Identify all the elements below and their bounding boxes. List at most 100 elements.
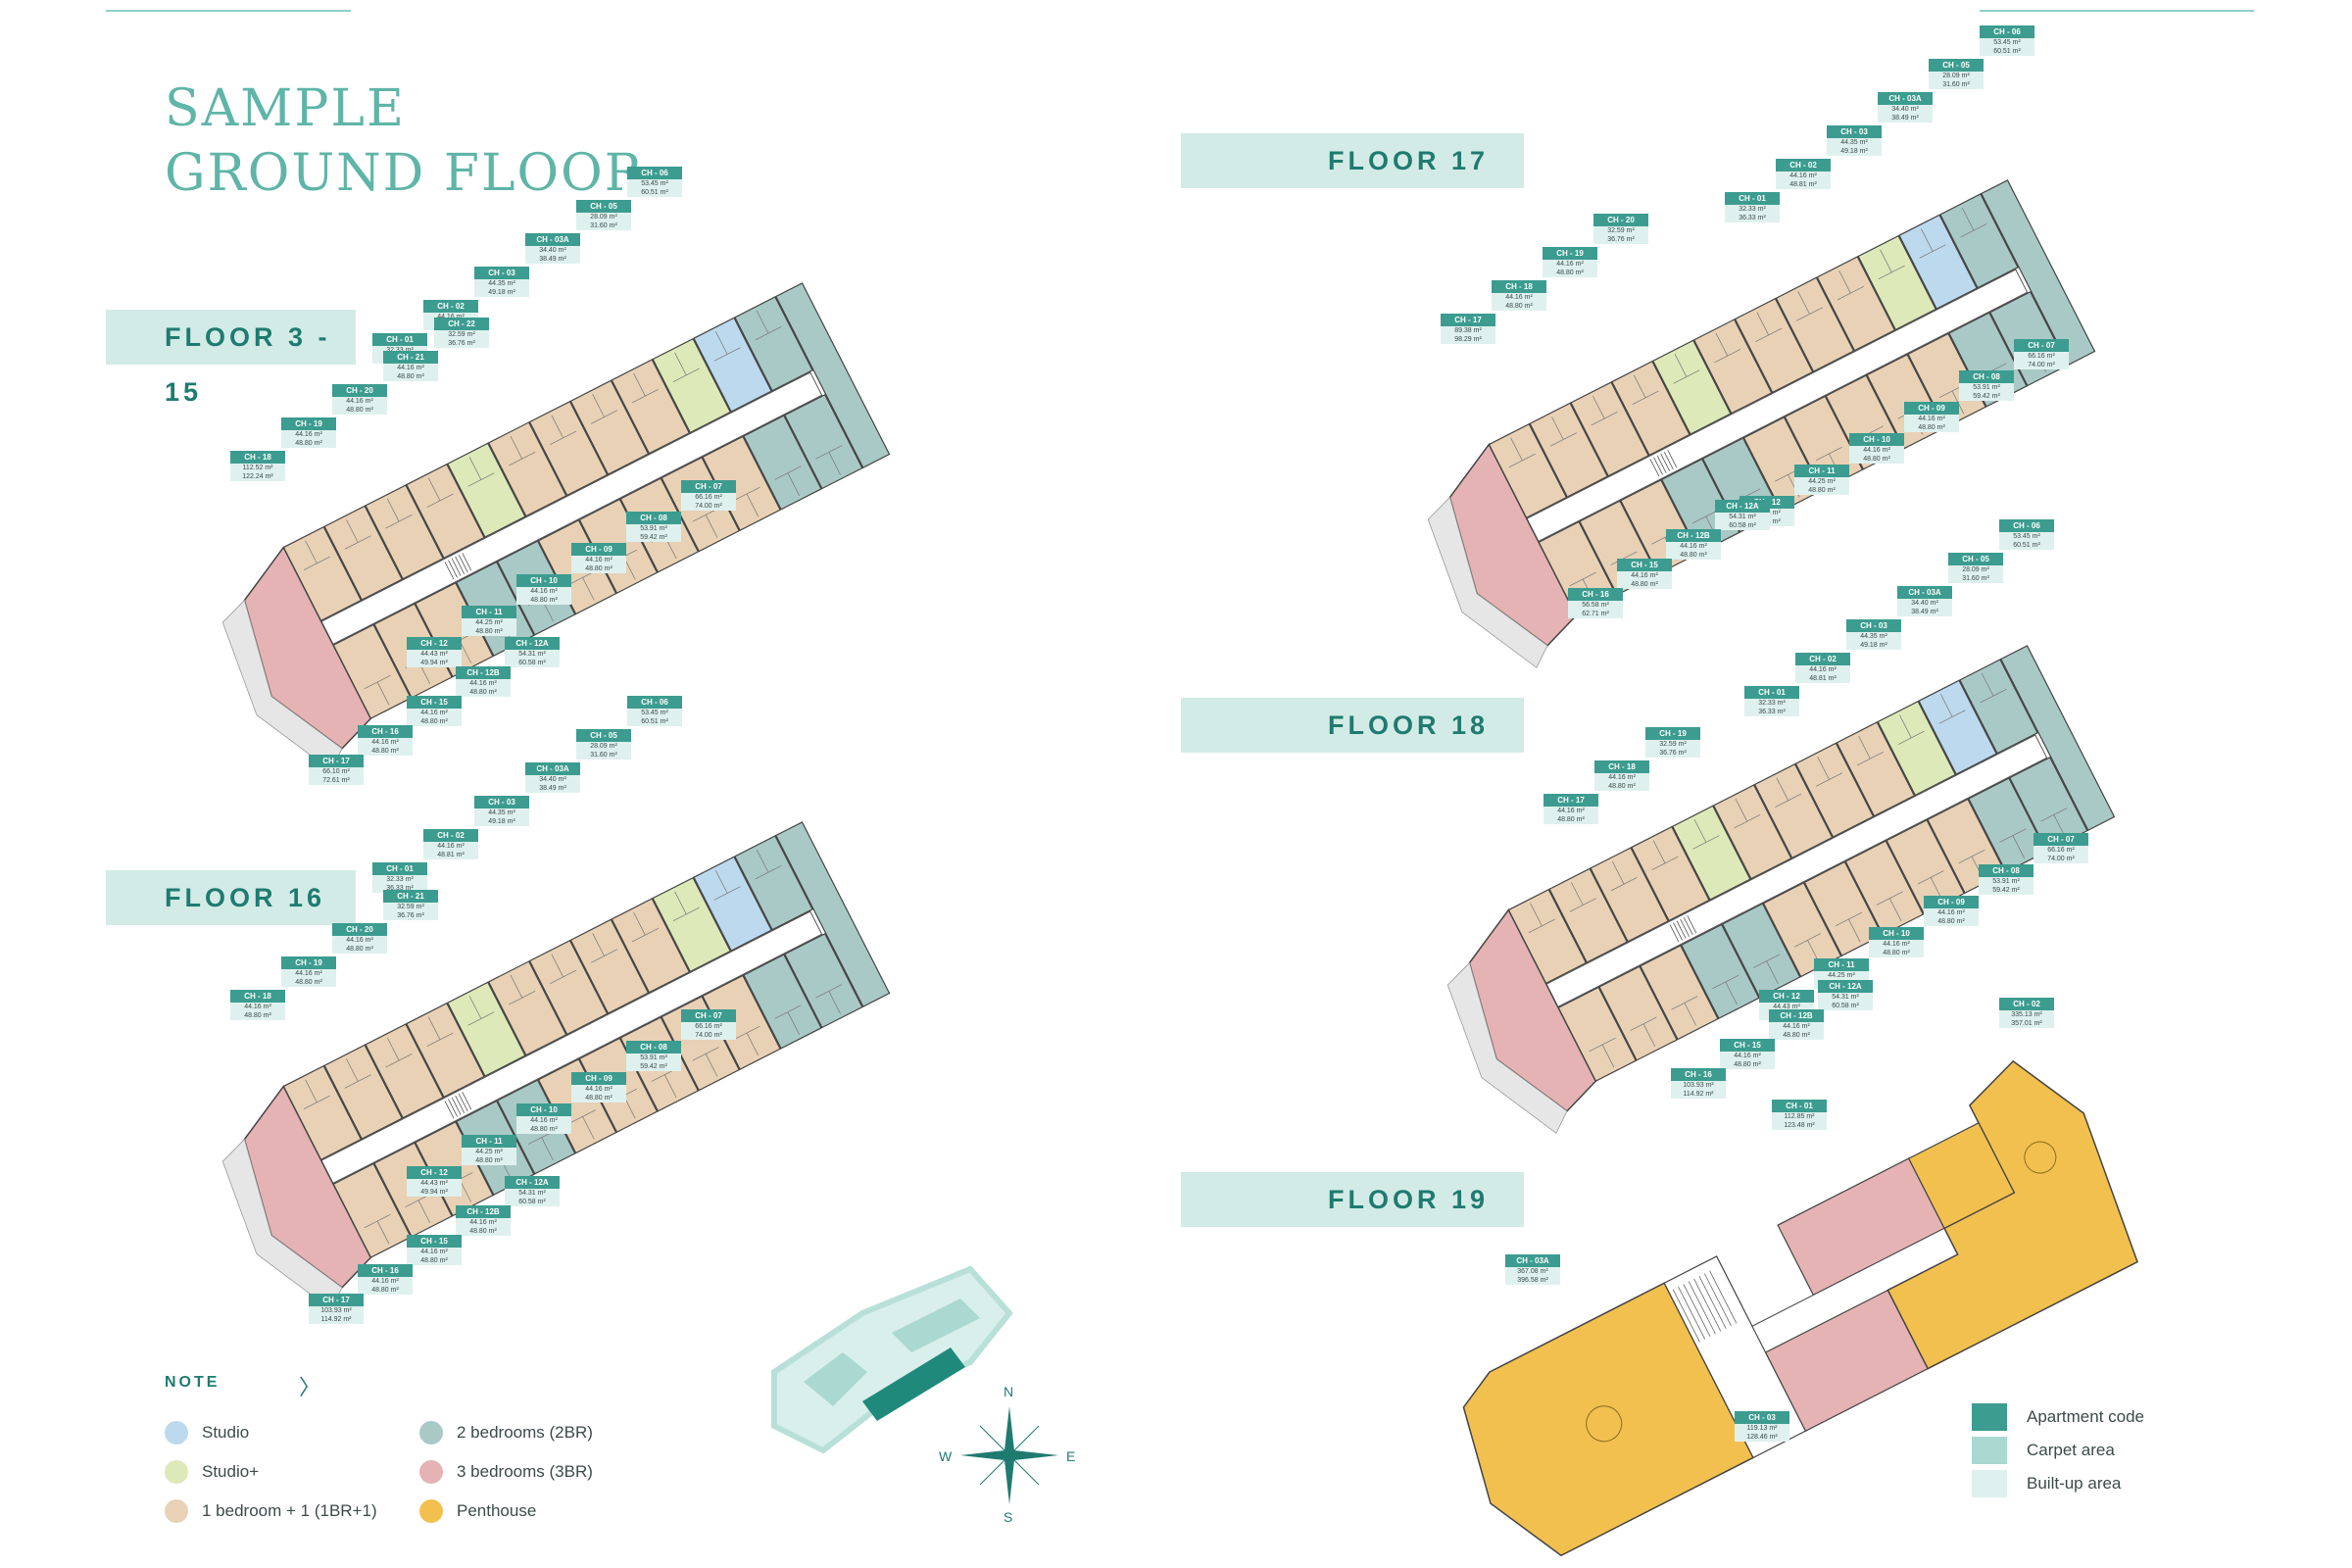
carpet-area: 32.59 m²: [1645, 740, 1700, 749]
apartment-code: CH - 12: [407, 1166, 462, 1179]
carpet-area: 44.25 m²: [1814, 971, 1869, 980]
builtup-area-swatch: [1972, 1470, 2007, 1497]
apartment-code: CH - 11: [1794, 465, 1849, 477]
builtup-area: 122.24 m²: [230, 472, 285, 481]
carpet-area: 44.16 m²: [516, 587, 571, 596]
builtup-area: 59.42 m²: [1979, 886, 2034, 895]
unit-bottom-12: [783, 393, 863, 490]
apartment-code: CH - 01: [372, 333, 427, 346]
builtup-area: 36.76 m²: [434, 339, 489, 348]
carpet-area: 53.45 m²: [627, 179, 682, 188]
apartment-code: CH - 19: [281, 956, 336, 969]
apartment-code: CH - 18: [230, 990, 285, 1003]
apartment-code: CH - 12: [1759, 990, 1814, 1003]
carpet-area: 44.16 m²: [1769, 1022, 1824, 1031]
apartment-code: CH - 16: [358, 725, 413, 738]
legend-apartment-code: Apartment code: [1972, 1403, 2144, 1431]
carpet-area: 44.16 m²: [1544, 807, 1598, 815]
carpet-area: 103.93 m²: [1671, 1081, 1726, 1090]
unit-bottom-12: [783, 932, 863, 1029]
builtup-area: 48.80 m²: [516, 1125, 571, 1134]
carpet-area: 32.33 m²: [372, 875, 427, 884]
carpet-area: 53.91 m²: [626, 524, 681, 533]
builtup-area: 48.80 m²: [571, 564, 626, 573]
apartment-code: CH - 08: [626, 512, 681, 524]
apartment-code: CH - 18: [1594, 760, 1649, 773]
builtup-area: 49.94 m²: [407, 659, 462, 667]
unit-top-8: [569, 379, 650, 475]
apartment-code: CH - 09: [571, 1072, 626, 1085]
builtup-area: 60.51 m²: [627, 717, 682, 726]
apartment-code: CH - 12B: [456, 1205, 511, 1218]
builtup-area: 60.58 m²: [1818, 1002, 1873, 1010]
apartment-code: CH - 07: [681, 1009, 736, 1022]
unit-top-12: [734, 296, 813, 392]
carpet-area: 44.16 m²: [1795, 665, 1850, 674]
unit-top-7: [528, 939, 609, 1036]
penthouse-east-wing: [1907, 1121, 2016, 1230]
apartment-code: CH - 16: [1671, 1068, 1726, 1081]
carpet-area: 112.85 m²: [1772, 1112, 1827, 1121]
carpet-area: 32.59 m²: [434, 330, 489, 339]
carpet-area: 32.59 m²: [383, 903, 438, 911]
unit-top-4: [1611, 360, 1690, 457]
apartment-code: CH - 06: [627, 696, 682, 709]
apartment-code: CH - 01: [1725, 192, 1780, 205]
unit-top-3: [1570, 381, 1649, 477]
apartment-code: CH - 05: [576, 729, 631, 742]
builtup-area: 48.80 m²: [1544, 815, 1598, 824]
carpet-area: 44.43 m²: [407, 650, 462, 659]
apartment-code: CH - 08: [1979, 864, 2034, 877]
builtup-area: 48.80 m²: [281, 439, 336, 448]
builtup-area: 38.49 m²: [525, 255, 580, 264]
unit-top-6: [487, 421, 567, 517]
unit-bottom-11: [1968, 777, 2047, 873]
site-key-plan: [771, 1265, 1013, 1454]
builtup-area: 114.92 m²: [1671, 1090, 1726, 1099]
legend-3br: 3 bedrooms (3BR): [419, 1460, 593, 1484]
builtup-area: 48.80 m²: [358, 1286, 413, 1295]
unit-bottom-7: [1803, 860, 1884, 956]
apartment-code: CH - 07: [681, 480, 736, 493]
apartment-code: CH - 02: [423, 829, 478, 842]
apartment-code: CH - 22: [434, 318, 489, 330]
builtup-area: 38.49 m²: [1878, 114, 1933, 122]
compass-n: N: [1004, 1384, 1014, 1399]
carpet-area: 54.31 m²: [1818, 993, 1873, 1002]
unit-top-12: [1959, 659, 2038, 755]
carpet-area: 66.16 m²: [2014, 352, 2069, 361]
carpet-area: 44.16 m²: [456, 679, 511, 688]
floor-label-3-15: FLOOR 3 - 15: [106, 310, 356, 407]
unit-top-12: [1939, 193, 2019, 289]
builtup-area: 74.00 m²: [2034, 855, 2088, 863]
chevron-right-icon: 〉: [299, 1375, 321, 1399]
builtup-area: 48.80 m²: [1617, 580, 1672, 589]
compass-e: E: [1066, 1448, 1076, 1464]
builtup-area: 48.80 m²: [1720, 1060, 1775, 1069]
unit-bottom-11: [743, 415, 822, 511]
builtup-area: 74.00 m²: [2014, 361, 2069, 369]
carpet-area: 44.16 m²: [407, 1248, 462, 1256]
studio-color-swatch: [165, 1421, 188, 1445]
apartment-code: CH - 05: [576, 200, 631, 213]
apartment-code: CH - 12A: [1715, 500, 1770, 513]
apartment-code: CH - 03A: [1505, 1254, 1560, 1267]
unit-top-9: [611, 898, 691, 994]
